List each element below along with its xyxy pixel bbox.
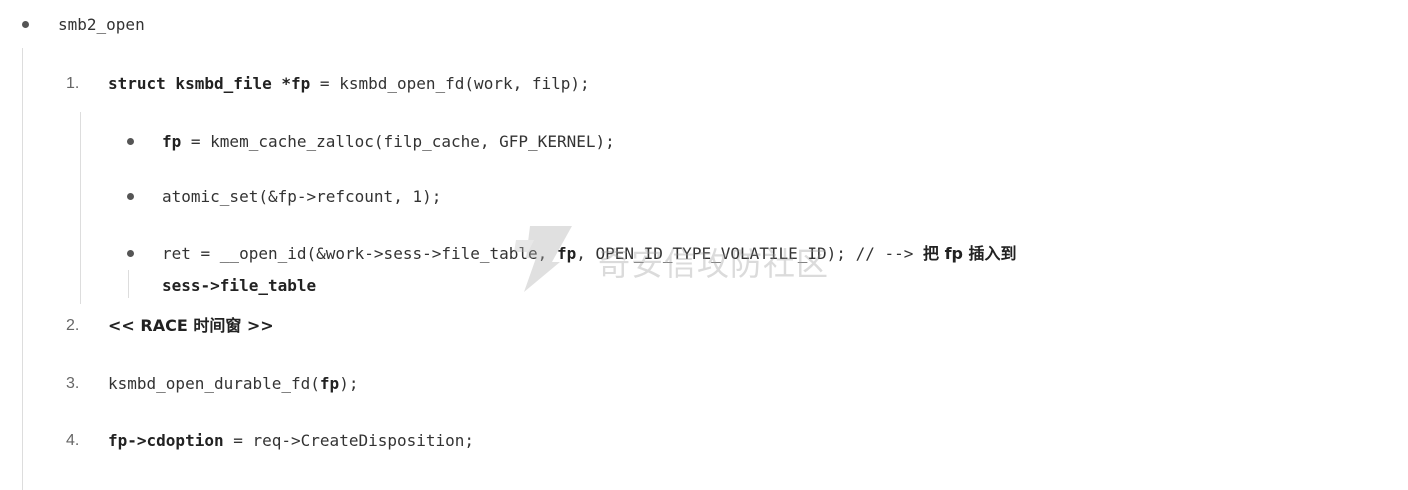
watermark-text: 奇安信攻防社区 — [598, 245, 830, 283]
code-bold: fp — [319, 374, 340, 393]
step-number: 3. — [66, 375, 80, 392]
code-line-step-3: ksmbd_open_durable_fd(fp); — [108, 373, 358, 395]
code-text: = kmem_cache_zalloc(filp_cache, GFP_KERN… — [181, 132, 615, 151]
code-bold: struct ksmbd_file *fp — [108, 74, 311, 93]
code-text: ); — [339, 374, 359, 393]
code-text: , OPEN_ID_TYPE_VOLATILE_ID); // --> — [576, 244, 923, 263]
code-text: ret = __open_id(&work->sess->file_table, — [162, 244, 557, 263]
code-line-step-4: fp->cdoption = req->CreateDisposition; — [108, 430, 474, 452]
code-bold: fp->cdoption — [108, 431, 224, 450]
bullet-marker — [127, 193, 134, 200]
step-number: 1. — [66, 75, 80, 92]
code-bold: fp — [556, 244, 577, 263]
code-line-step-1: struct ksmbd_file *fp = ksmbd_open_fd(wo… — [108, 73, 590, 95]
code-text: atomic_set(&fp->refcount, 1); — [162, 187, 442, 206]
code-text: = ksmbd_open_fd(work, filp); — [310, 74, 590, 93]
code-comment-bold: 把 fp 插入到 — [923, 244, 1017, 263]
step-number: 2. — [66, 317, 80, 334]
code-text: ksmbd_open_durable_fd( — [108, 374, 320, 393]
code-bold: fp — [162, 132, 182, 151]
code-line-sub-3: ret = __open_id(&work->sess->file_table,… — [162, 243, 1017, 265]
list-item-smb2-open: smb2_open — [58, 14, 145, 36]
code-text: = req->CreateDisposition; — [223, 431, 475, 450]
bullet-marker — [127, 250, 134, 257]
code-line-sub-2: atomic_set(&fp->refcount, 1); — [162, 186, 441, 208]
item-label: smb2_open — [58, 15, 145, 34]
code-line-sub-1: fp = kmem_cache_zalloc(filp_cache, GFP_K… — [162, 131, 615, 153]
bullet-marker — [22, 21, 29, 28]
indent-guide-l1 — [22, 48, 23, 490]
bullet-marker — [127, 138, 134, 145]
step-number: 4. — [66, 432, 80, 449]
race-window-label: << RACE 时间窗 >> — [108, 316, 274, 335]
shield-logo-icon — [514, 226, 572, 292]
indent-guide-wrap — [128, 270, 129, 298]
code-line-sub-3-wrap: sess->file_table — [162, 275, 316, 297]
code-line-step-2: << RACE 时间窗 >> — [108, 315, 274, 337]
indent-guide-l2 — [80, 112, 81, 304]
code-bold: sess->file_table — [162, 276, 317, 295]
